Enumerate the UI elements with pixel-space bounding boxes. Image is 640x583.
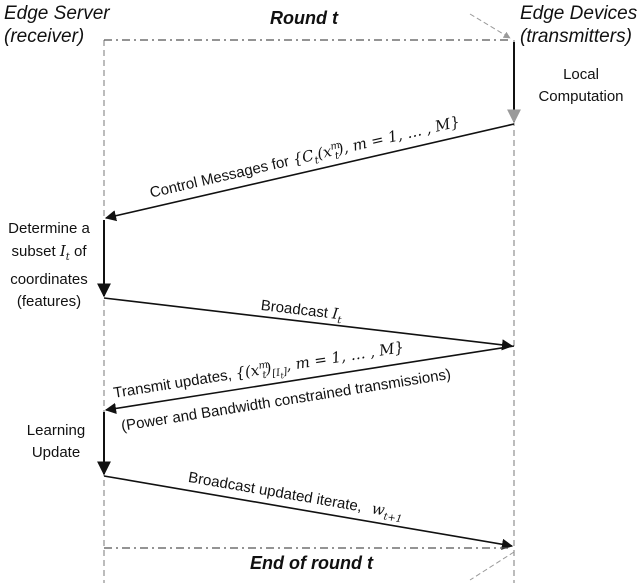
local-computation-label: Local Computation <box>526 64 636 108</box>
subset-symbol-I: I <box>59 242 66 260</box>
determine-subset-word: subset <box>11 243 56 260</box>
subset-symbol-sub: t <box>65 252 70 263</box>
server-role: (receiver) <box>4 26 85 47</box>
determine-of-word: of <box>74 243 87 260</box>
local-line-1: Local <box>563 66 599 83</box>
determine-line-4: (features) <box>16 293 82 310</box>
control-math-open: {C <box>290 146 316 169</box>
devices-role: (transmitters) <box>520 26 632 47</box>
broadcast-math-sub: t <box>336 314 342 327</box>
round-end-label: End of round t <box>250 553 373 573</box>
devices-header: Edge Devices (transmitters) <box>520 2 637 48</box>
broadcast-subset-arrow <box>103 297 514 351</box>
determine-subset-symbol: It <box>59 242 70 263</box>
broadcast-subset-math: It <box>331 304 343 327</box>
server-title: Edge Server <box>4 3 110 24</box>
determine-subset-label: Determine a subset It of coordinates (fe… <box>0 218 98 313</box>
round-start-label: Round t <box>270 8 338 28</box>
broadcast-iterate-math: wt+1 <box>370 499 404 525</box>
determine-line-2: subset It of <box>0 240 98 269</box>
server-header: Edge Server (receiver) <box>4 2 110 48</box>
round-end-arrow <box>469 551 515 581</box>
transmit-updates-arrow <box>104 345 515 414</box>
determine-line-1: Determine a <box>8 220 90 237</box>
control-messages-arrow <box>104 123 515 222</box>
learning-line-2: Update <box>31 444 81 461</box>
transmit-math-index: [It] <box>272 367 289 381</box>
learning-update-label: Learning Update <box>14 420 98 464</box>
local-line-2: Computation <box>538 88 624 105</box>
broadcast-iterate-arrow <box>103 475 514 550</box>
round-start-arrow <box>469 13 511 39</box>
learning-line-1: Learning <box>26 422 86 439</box>
determine-line-3: coordinates <box>10 271 88 288</box>
transmit-math-open: {(x <box>234 360 261 383</box>
devices-title: Edge Devices <box>520 3 638 24</box>
